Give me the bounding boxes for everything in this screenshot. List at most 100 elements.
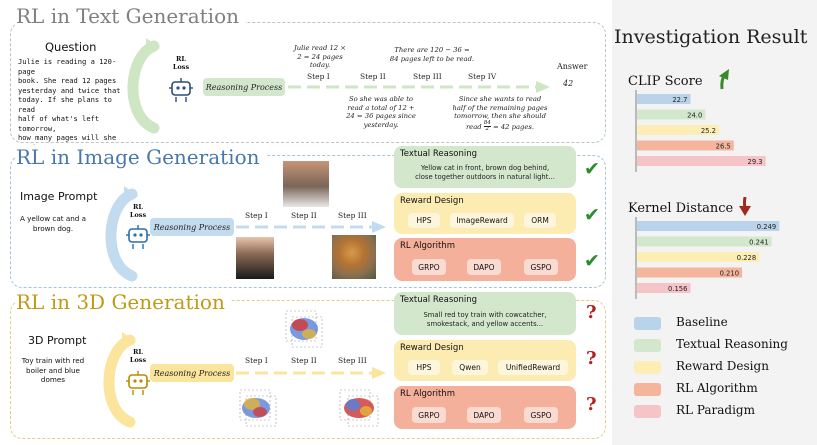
image-rl-loss-label: RL Loss <box>127 203 149 219</box>
clip-score-value-label: 24.0 <box>687 111 702 119</box>
prompt-line: boiler and blue <box>26 365 80 375</box>
legend-label-textual: Textual Reasoning <box>676 337 788 351</box>
note-line: read 84 2 = 42 pages. <box>448 119 552 133</box>
note-line: half of the remaining pages <box>452 103 548 112</box>
loss-label: Loss <box>129 356 147 364</box>
kernel-distance-bar <box>637 221 780 231</box>
image-rl-algorithm-card: RL Algorithm GRPO DAPO GSPO <box>394 238 576 281</box>
threed-rl-loss-label: RL Loss <box>127 348 149 364</box>
rl-label: RL <box>133 348 143 356</box>
clip-score-bar <box>637 156 766 166</box>
chip-orm: ORM <box>524 213 556 228</box>
check-icon: ✔ <box>584 250 600 272</box>
image-step-arrow <box>236 221 386 233</box>
text-step2-note: So she was able to read a total of 12 + … <box>342 95 420 129</box>
threed-step-arrow <box>236 367 386 379</box>
chip-hps: HPS <box>408 213 440 228</box>
image-section-title: RL in Image Generation <box>16 145 266 169</box>
rl-label: RL <box>133 203 143 211</box>
note-line: yesterday. <box>363 120 399 129</box>
clip-score-title: CLIP Score <box>628 74 703 89</box>
fraction: 84 2 <box>483 119 491 133</box>
card-title: Textual Reasoning <box>400 149 477 159</box>
kernel-distance-value-label: 0.241 <box>749 238 768 246</box>
note-read: read <box>465 122 482 131</box>
image-generation-panel <box>10 155 606 288</box>
threed-generation-panel <box>10 300 606 439</box>
image-step-2: Step II <box>291 211 317 220</box>
clip-score-bar <box>637 109 706 120</box>
robot-icon <box>169 78 193 102</box>
threed-reasoning-process: Reasoning Process <box>150 364 234 382</box>
generated-image-step3 <box>332 235 376 279</box>
question-mark-icon: ? <box>586 394 597 415</box>
threed-render-step3 <box>339 389 379 427</box>
threed-step-2: Step II <box>291 356 317 365</box>
generated-image-step1 <box>236 237 274 279</box>
image-step-1: Step I <box>245 211 268 220</box>
loss-label: Loss <box>129 211 147 219</box>
note-line: Julie read 12 × <box>294 44 346 52</box>
prompt-line: brown dog. <box>32 223 74 233</box>
kernel-distance-value-label: 0.228 <box>737 254 756 262</box>
prompt-line: A yellow cat and a <box>19 214 87 223</box>
image-step-3: Step III <box>338 211 367 220</box>
text-loop-arrow <box>127 38 160 134</box>
legend-label-paradigm: RL Paradigm <box>676 403 755 417</box>
question-text: Julie is reading a 120-page book. She re… <box>18 57 130 152</box>
threed-render-step1 <box>239 389 277 427</box>
image-prompt-heading: Image Prompt <box>20 190 98 203</box>
question-line: book. She read 12 pages <box>18 76 117 85</box>
note-line: 84 pages left to be read. <box>389 54 475 63</box>
kernel-distance-bar <box>637 283 691 293</box>
chip-dapo: DAPO <box>467 407 501 423</box>
rl-label: RL <box>176 55 186 63</box>
legend-label-baseline: Baseline <box>676 315 728 329</box>
threed-prompt-heading: 3D Prompt <box>28 334 87 347</box>
fraction-numerator: 84 <box>483 119 491 127</box>
image-prompt-text: A yellow cat and a brown dog. <box>18 214 88 233</box>
arrow-down-icon <box>739 197 751 216</box>
text-step-2: Step II <box>360 72 386 81</box>
threed-render-step2 <box>285 310 323 348</box>
text-step-arrow <box>288 81 550 93</box>
threed-rl-algorithm-card: RL Algorithm GRPO DAPO GSPO <box>394 386 576 429</box>
robot-icon <box>126 371 150 395</box>
loss-label: Loss <box>172 63 190 71</box>
text-step3-note: There are 120 − 36 = 84 pages left to be… <box>382 46 482 63</box>
text-step4-note: Since she wants to read half of the rema… <box>448 95 552 133</box>
image-reward-design-card: Reward Design HPS ImageReward ORM <box>394 193 576 234</box>
answer-label: Answer <box>557 62 588 71</box>
card-title: Reward Design <box>400 343 464 353</box>
chip-hps: HPS <box>408 360 440 375</box>
legend-swatch-reward <box>634 361 661 374</box>
image-reasoning-process: Reasoning Process <box>150 218 234 236</box>
clip-score-value-label: 25.2 <box>701 127 716 135</box>
clip-score-bar <box>637 94 691 104</box>
card-title: Reward Design <box>400 196 464 206</box>
chip-grpo: GRPO <box>412 407 446 423</box>
generated-image-step2 <box>283 161 329 207</box>
robot-icon <box>126 225 150 249</box>
card-title: RL Algorithm <box>400 241 455 251</box>
check-icon: ✔ <box>584 158 600 180</box>
kernel-distance-value-label: 0.210 <box>720 269 739 277</box>
text-step-4: Step IV <box>468 72 497 81</box>
note-line: So she was able to <box>348 95 414 103</box>
prompt-line: domes <box>40 375 66 384</box>
card-text: Yellow cat in front, brown dog behind, c… <box>400 164 570 182</box>
question-mark-icon: ? <box>586 302 597 323</box>
clip-score-value-label: 22.7 <box>672 96 687 104</box>
kernel-distance-value-label: 0.156 <box>668 285 687 293</box>
question-line: today. If she plans to read <box>18 95 112 114</box>
kernel-distance-bar <box>637 267 743 278</box>
legend-label-reward: Reward Design <box>676 359 769 373</box>
text-step1-note: Julie read 12 × 2 = 24 pages today. <box>286 44 354 70</box>
note-result: = 42 pages. <box>492 122 535 131</box>
kernel-distance-bar <box>637 252 760 262</box>
note-line: There are 120 − 36 = <box>394 46 470 54</box>
clip-score-chart: 22.724.025.226.529.3 <box>635 90 766 172</box>
kernel-distance-value-label: 0.249 <box>757 223 776 231</box>
note-line: read a total of 12 + <box>347 103 415 112</box>
chip-gspo: GSPO <box>524 407 558 423</box>
